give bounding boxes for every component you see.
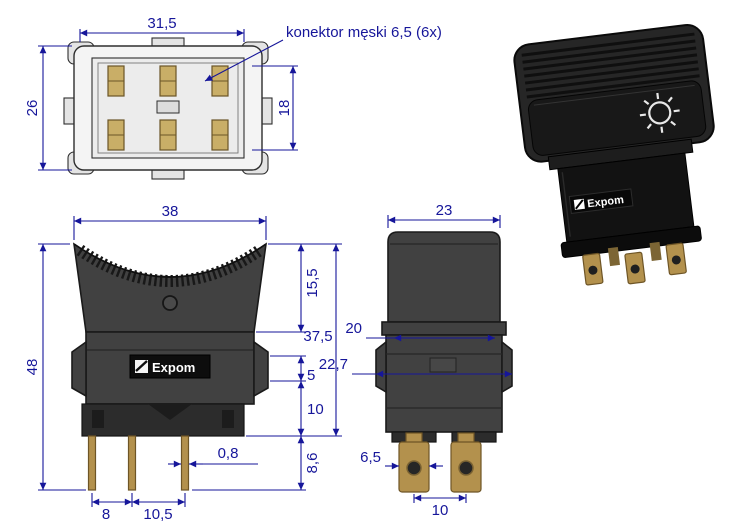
dim-side-width: 23 <box>436 202 453 219</box>
body-detail <box>429 357 457 373</box>
connector-pins <box>107 65 229 151</box>
dim-front-rocker-height: 15,5 <box>304 268 321 297</box>
dim-group-side-terminal-width: 6,5 <box>360 449 443 470</box>
dim-front-lower-height: 10 <box>307 401 324 418</box>
dim-front-pin-pitch-b: 10,5 <box>143 506 172 523</box>
terminal-hole <box>588 265 598 275</box>
dim-front-clip-height: 5 <box>307 367 315 384</box>
switch-body-side <box>385 334 503 433</box>
light-symbol-icon <box>639 92 680 133</box>
dim-group-top-pinfield: 18 <box>252 65 298 151</box>
terminal-hole <box>671 255 681 265</box>
connector-housing-inner-line <box>97 62 239 154</box>
dim-front-body-depth: 37,5 <box>303 328 332 345</box>
render-rocker-face <box>527 80 707 156</box>
mounting-clip-side <box>501 340 513 394</box>
flange-side <box>381 321 507 336</box>
render-base <box>560 225 702 258</box>
expom-label-render: Expom <box>587 194 625 210</box>
rocker-serration <box>76 245 264 287</box>
product-render: Expom <box>513 23 715 286</box>
dim-front-pin-thickness: 0,8 <box>218 445 239 462</box>
dim-group-top-height: 26 <box>24 45 72 171</box>
bottom-tab <box>151 169 185 180</box>
top-tab <box>151 37 185 47</box>
dim-group-front-pitch: 8 10,5 <box>91 493 186 523</box>
dim-group-front-clip: 5 <box>270 355 315 384</box>
dim-front-height: 48 <box>24 359 41 376</box>
center-slot <box>156 100 180 114</box>
dim-side-terminal-width: 6,5 <box>360 449 381 466</box>
mounting-clip-side <box>375 340 387 394</box>
dim-top-pinfield: 18 <box>276 100 293 117</box>
rocker-pivot <box>162 295 178 311</box>
brand-label-render: Expom <box>568 188 634 214</box>
dim-group-front-height: 48 <box>24 243 86 491</box>
dim-group-side-upper: 20 <box>345 320 495 342</box>
dim-front-pin-length: 8,6 <box>304 453 321 474</box>
terminal-hole <box>406 460 422 476</box>
base-slot <box>222 410 234 428</box>
terminal-hole <box>630 264 640 274</box>
render-rocker-ridges <box>521 32 700 99</box>
side-tab <box>261 97 273 125</box>
dim-group-side-terminal-pitch: 10 <box>413 494 467 519</box>
dim-top-width: 31,5 <box>147 15 176 32</box>
dim-side-upper-width: 20 <box>345 320 362 337</box>
mounting-clip-right <box>253 340 269 398</box>
dim-group-front-rocker: 15,5 <box>256 243 342 333</box>
side-tab <box>63 97 75 125</box>
terminal-hole <box>458 460 474 476</box>
dim-front-width: 38 <box>162 203 179 220</box>
render-terminal-rear <box>607 246 620 267</box>
render-terminal-rear <box>649 241 662 261</box>
base-slot <box>92 410 104 428</box>
rocker-side <box>387 231 501 323</box>
dim-group-front-lower: 10 <box>297 381 324 436</box>
front-view: Expom <box>71 242 269 491</box>
dim-group-front-width: 38 <box>73 203 267 240</box>
terminal-pin <box>87 435 97 491</box>
dim-group-side-body: 22,7 <box>319 356 512 378</box>
expom-label-front: Expom <box>152 360 195 375</box>
terminal-pin <box>180 435 190 491</box>
dim-group-top-width: 31,5 <box>79 15 245 42</box>
connector-annotation: konektor męski 6,5 (6x) <box>204 24 442 82</box>
dim-side-terminal-pitch: 10 <box>432 502 449 519</box>
dim-side-body-width: 22,7 <box>319 356 348 373</box>
top-view <box>63 37 273 180</box>
brand-label-front: Expom <box>129 354 211 379</box>
mounting-clip-left <box>71 340 87 398</box>
dim-group-side-width: 23 <box>387 202 501 228</box>
connector-annotation-label: konektor męski 6,5 (6x) <box>286 24 442 41</box>
dim-top-height: 26 <box>24 100 41 117</box>
base-chevron <box>148 404 192 420</box>
dim-group-front-pin-length: 8,6 <box>192 436 321 491</box>
side-view <box>375 231 513 493</box>
dim-front-pin-pitch-a: 8 <box>102 506 110 523</box>
terminal-pin <box>127 435 137 491</box>
dim-group-front-pin-thickness: 0,8 <box>168 445 258 468</box>
dim-group-front-depth: 37,5 <box>246 244 342 437</box>
